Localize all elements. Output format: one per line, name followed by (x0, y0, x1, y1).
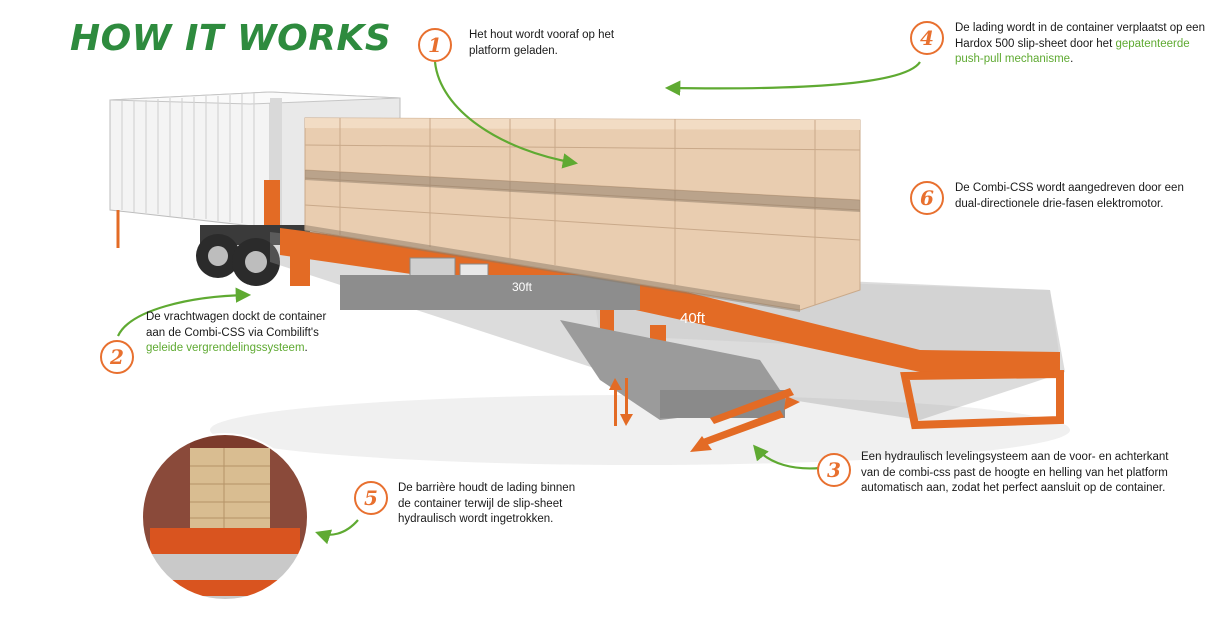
step-number-badge: 6 (910, 181, 944, 215)
callout-step-2: 2 De vrachtwagen dockt de container aan … (100, 310, 326, 374)
callout-step-3: 3 Een hydraulisch levelingsysteem aan de… (817, 451, 1169, 497)
horizontal-motion-arrows (690, 388, 800, 452)
vertical-motion-arrows (609, 378, 633, 426)
timber-load (304, 117, 861, 312)
callout-step-5: 5 De barrière houdt de lading binnen de … (354, 481, 575, 528)
step-description: De lading wordt in de container verplaat… (955, 22, 1205, 65)
step-description: De vrachtwagen dockt de container aan de… (146, 311, 327, 354)
marker-30ft: 30ft (512, 280, 533, 294)
callout-step-4: 4 De lading wordt in de container verpla… (910, 21, 1205, 68)
step-description: Het hout wordt vooraf op het platform ge… (469, 29, 615, 57)
step-description: Een hydraulisch levelingsysteem aan de v… (861, 451, 1169, 494)
inset-border (141, 433, 309, 601)
callout-step-6: 6 De Combi-CSS wordt aangedreven door ee… (910, 181, 1184, 215)
step-number-badge: 4 (910, 21, 944, 55)
step-description: De barrière houdt de lading binnen de co… (398, 482, 576, 525)
step-number-badge: 3 (817, 453, 851, 487)
page-title: HOW IT WORKS (70, 18, 392, 59)
callout-step-1: 1 Het hout wordt vooraf op het platform … (418, 28, 614, 62)
ground-shadow (210, 395, 1070, 465)
step-number-badge: 2 (100, 340, 134, 374)
step-number-badge: 1 (418, 28, 452, 62)
pointer-arrows (117, 61, 921, 545)
step-description: De Combi-CSS wordt aangedreven door een … (955, 182, 1184, 210)
marker-40ft: 40ft (680, 310, 706, 327)
step-number-badge: 5 (354, 481, 388, 515)
